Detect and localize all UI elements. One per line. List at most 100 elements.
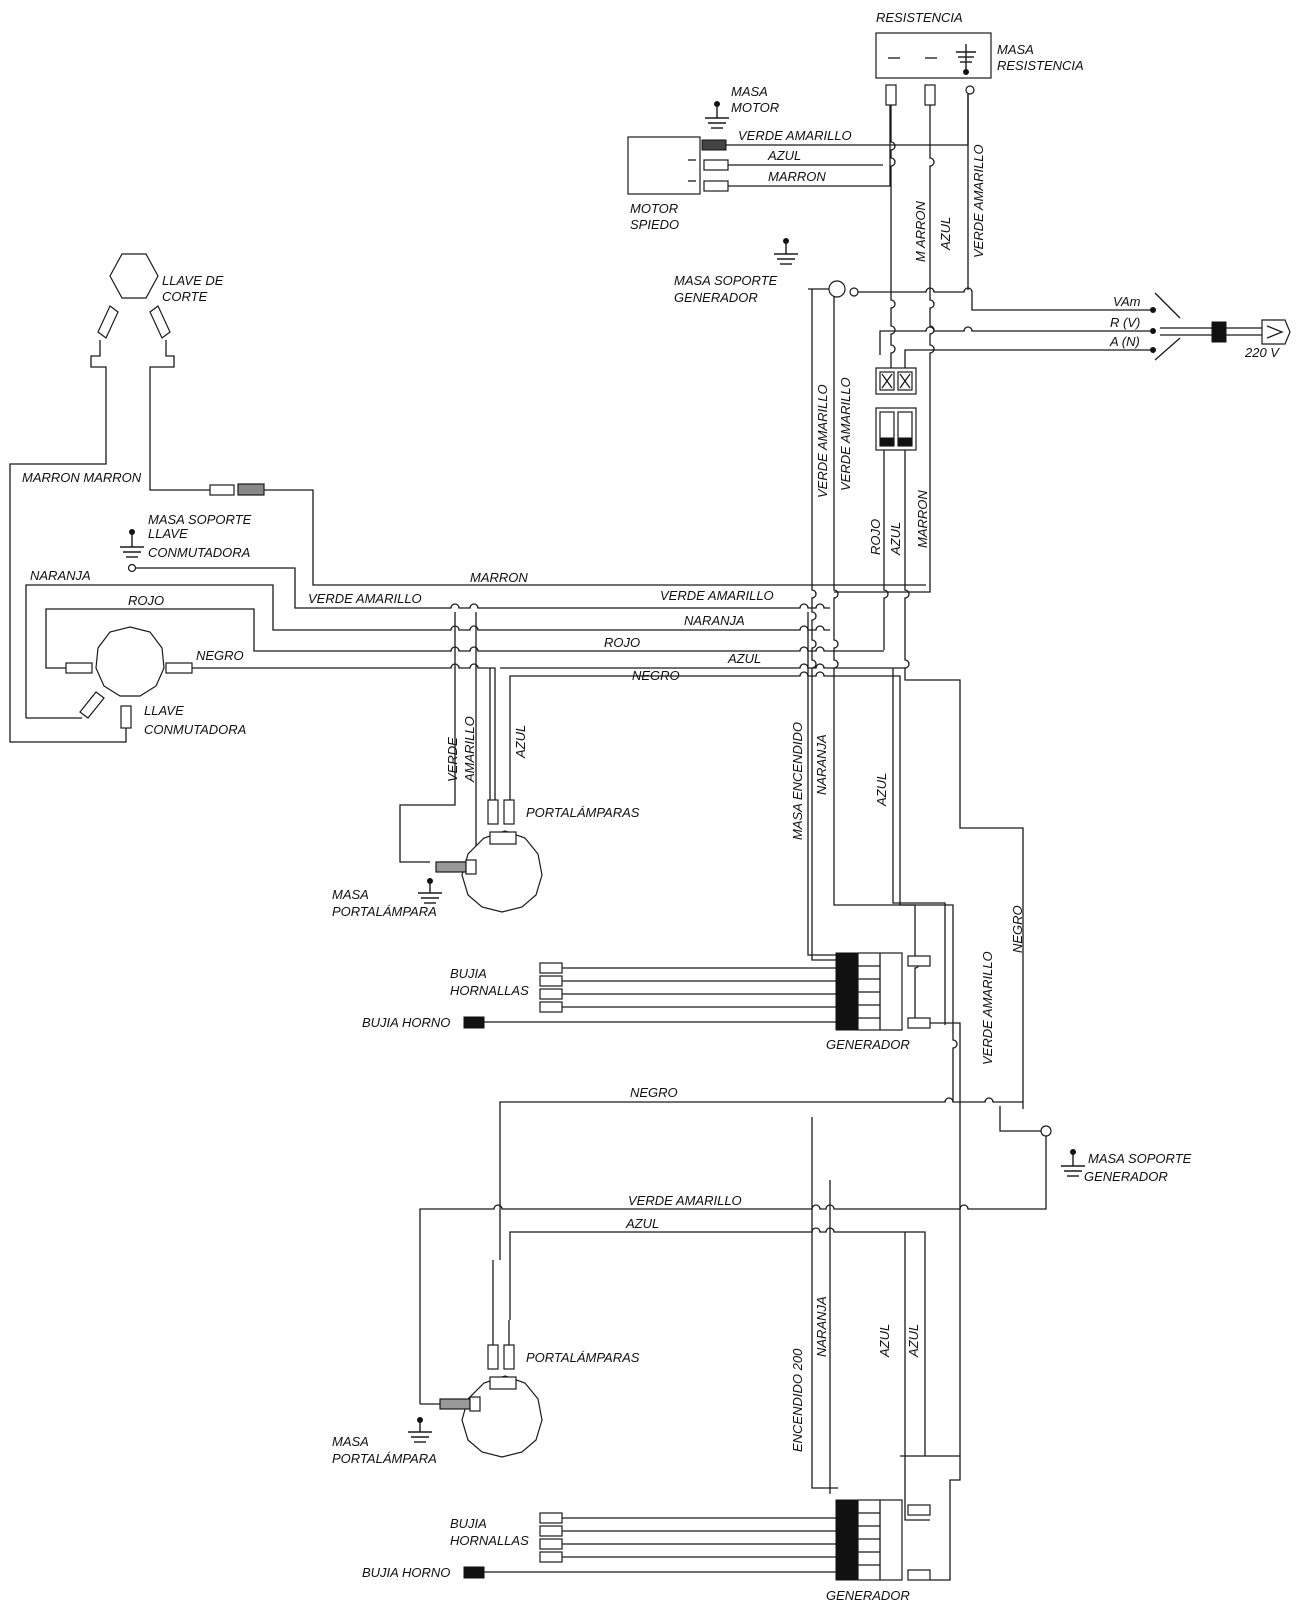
bujia-hornallas-bottom-label-2: HORNALLAS (450, 1533, 529, 1548)
motor-spiedo (627, 136, 729, 195)
masa-motor-label-2: MOTOR (731, 100, 779, 115)
wire-azul-vertical-2: AZUL (888, 522, 903, 556)
wire-verde-amarillo-motor: VERDE AMARILLO (738, 128, 852, 143)
llave-conmutadora (65, 626, 193, 729)
an-label: A (N) (1109, 334, 1140, 349)
masa-soporte-generador-bottom-terminal (1040, 1125, 1052, 1137)
wire-azul-motor: AZUL (767, 148, 801, 163)
wire-verde-amarillo-mid: VERDE AMARILLO (660, 588, 774, 603)
portalamparas-top-label: PORTALÁMPARAS (526, 805, 640, 820)
bujia-hornallas-bottom (463, 1512, 836, 1579)
motor-label: MOTOR (630, 201, 678, 216)
wire-negro-bottom: NEGRO (630, 1085, 678, 1100)
terminal-block-top (875, 367, 917, 451)
bujia-hornallas-top-label: BUJIA (450, 966, 487, 981)
llave-de-corte-label: LLAVE DE (162, 273, 224, 288)
wire-naranja-mid: NARANJA (684, 613, 745, 628)
resistencia-block (875, 32, 992, 79)
masa-soporte-generador-top-label: MASA SOPORTE (674, 273, 778, 288)
generador-bottom-label: GENERADOR (826, 1588, 910, 1603)
masa-soporte-llave-label: MASA SOPORTE (148, 512, 252, 527)
wire-encendido-200: ENCENDIDO 200 (790, 1348, 805, 1452)
masa-soporte-llave-terminal (127, 563, 137, 573)
llave-conmutadora-label: LLAVE (144, 703, 184, 718)
wire-negro-mid: NEGRO (632, 668, 680, 683)
wire-azul-vertical: AZUL (938, 217, 953, 251)
llave-de-corte-label-2: CORTE (162, 289, 208, 304)
ground-terminal-top (828, 280, 846, 298)
wire-azul-mid: AZUL (727, 651, 761, 666)
llave-de-corte (9, 253, 210, 743)
wire-rojo-vertical: ROJO (868, 519, 883, 555)
wire-negro-llave: NEGRO (196, 648, 244, 663)
wire-marron-mid: MARRON (470, 570, 528, 585)
masa-portalampara-bottom-label-2: PORTALÁMPARA (332, 1451, 437, 1466)
wire-marron-motor: MARRON (768, 169, 826, 184)
portalamparas-bottom-label: PORTALÁMPARAS (526, 1350, 640, 1365)
wire-azul-bottom-v1: AZUL (877, 1324, 892, 1358)
generador-bottom (835, 1499, 931, 1581)
masa-soporte-generador-ground-icon (774, 238, 798, 265)
wire-verde-amarillo-vertical: VERDE AMARILLO (971, 144, 986, 258)
llave-conmutadora-label-2: CONMUTADORA (144, 722, 246, 737)
bujia-hornallas-top-label-2: HORNALLAS (450, 983, 529, 998)
wire-verde: VERDE (445, 737, 460, 782)
ground-terminal-small (849, 287, 859, 297)
wire-verde-amarillo-left: VERDE AMARILLO (308, 591, 422, 606)
masa-portalampara-top-label-2: PORTALÁMPARA (332, 904, 437, 919)
masa-soporte-generador-bottom-ground-icon (1061, 1149, 1085, 1177)
wire-naranja-left: NARANJA (30, 568, 91, 583)
wire-amarillo: AMARILLO (462, 716, 477, 783)
wire-azul-bottom: AZUL (625, 1216, 659, 1231)
vam-label: VAm (1113, 294, 1141, 309)
masa-portalampara-top-label: MASA (332, 887, 369, 902)
masa-soporte-generador-top-label-2: GENERADOR (674, 290, 758, 305)
wire-verde-amarillo-vert-2: VERDE AMARILLO (838, 377, 853, 491)
masa-soporte-llave-ground-icon (120, 529, 144, 558)
bujia-horno-bottom-label: BUJIA HORNO (362, 1565, 450, 1580)
wire-verde-amarillo-bottom: VERDE AMARILLO (628, 1193, 742, 1208)
motor-label-2: SPIEDO (630, 217, 679, 232)
voltage-label: 220 V (1244, 345, 1280, 360)
wire-verde-amarillo-right: VERDE AMARILLO (980, 951, 995, 1065)
connector-marron-1 (209, 484, 235, 496)
masa-soporte-generador-bottom-label: MASA SOPORTE (1088, 1151, 1192, 1166)
wire-azul-vertical-mid: AZUL (874, 773, 889, 807)
wire-marron-vertical-2: MARRON (915, 490, 930, 548)
resistencia-label: RESISTENCIA (876, 10, 963, 25)
generador-top-label: GENERADOR (826, 1037, 910, 1052)
portalamparas-top (435, 799, 543, 913)
portalamparas-bottom (439, 1260, 543, 1458)
wire-negro-right: NEGRO (1010, 905, 1025, 953)
wire-azul-bottom-v2: AZUL (906, 1324, 921, 1358)
masa-motor-ground-icon (705, 101, 729, 129)
resistencia-ground-terminal (965, 85, 975, 95)
masa-motor-label: MASA (731, 84, 768, 99)
bujia-hornallas-top (463, 962, 836, 1029)
resistencia-terminal-1 (885, 84, 897, 106)
power-plug-icon (1154, 292, 1291, 361)
bujia-horno-top-label: BUJIA HORNO (362, 1015, 450, 1030)
masa-portalampara-bottom-label: MASA (332, 1434, 369, 1449)
generador-top (835, 952, 931, 1031)
wire-marron-vertical: M ARRON (913, 200, 928, 262)
wire-rojo-mid: ROJO (604, 635, 640, 650)
wire-marron-marron: MARRON MARRON (22, 470, 142, 485)
masa-resistencia-label-2: RESISTENCIA (997, 58, 1084, 73)
wire-verde-amarillo-vert-1: VERDE AMARILLO (815, 384, 830, 498)
wire-rojo-left: ROJO (128, 593, 164, 608)
masa-soporte-generador-bottom-label-2: GENERADOR (1084, 1169, 1168, 1184)
bujia-hornallas-bottom-label: BUJIA (450, 1516, 487, 1531)
wire-azul-portalamparas: AZUL (513, 725, 528, 759)
wire-masa-encendido: MASA ENCENDIDO (790, 722, 805, 840)
rv-label: R (V) (1110, 315, 1140, 330)
wire-naranja-vertical: NARANJA (814, 734, 829, 795)
wire-naranja-bottom: NARANJA (814, 1296, 829, 1357)
masa-portalampara-bottom-ground-icon (408, 1417, 432, 1443)
masa-portalampara-top-ground-icon (418, 878, 442, 904)
masa-soporte-llave-label-2: LLAVE (148, 526, 188, 541)
masa-resistencia-label: MASA (997, 42, 1034, 57)
resistencia-terminal-2 (924, 84, 936, 106)
connector-marron-2 (237, 483, 265, 496)
